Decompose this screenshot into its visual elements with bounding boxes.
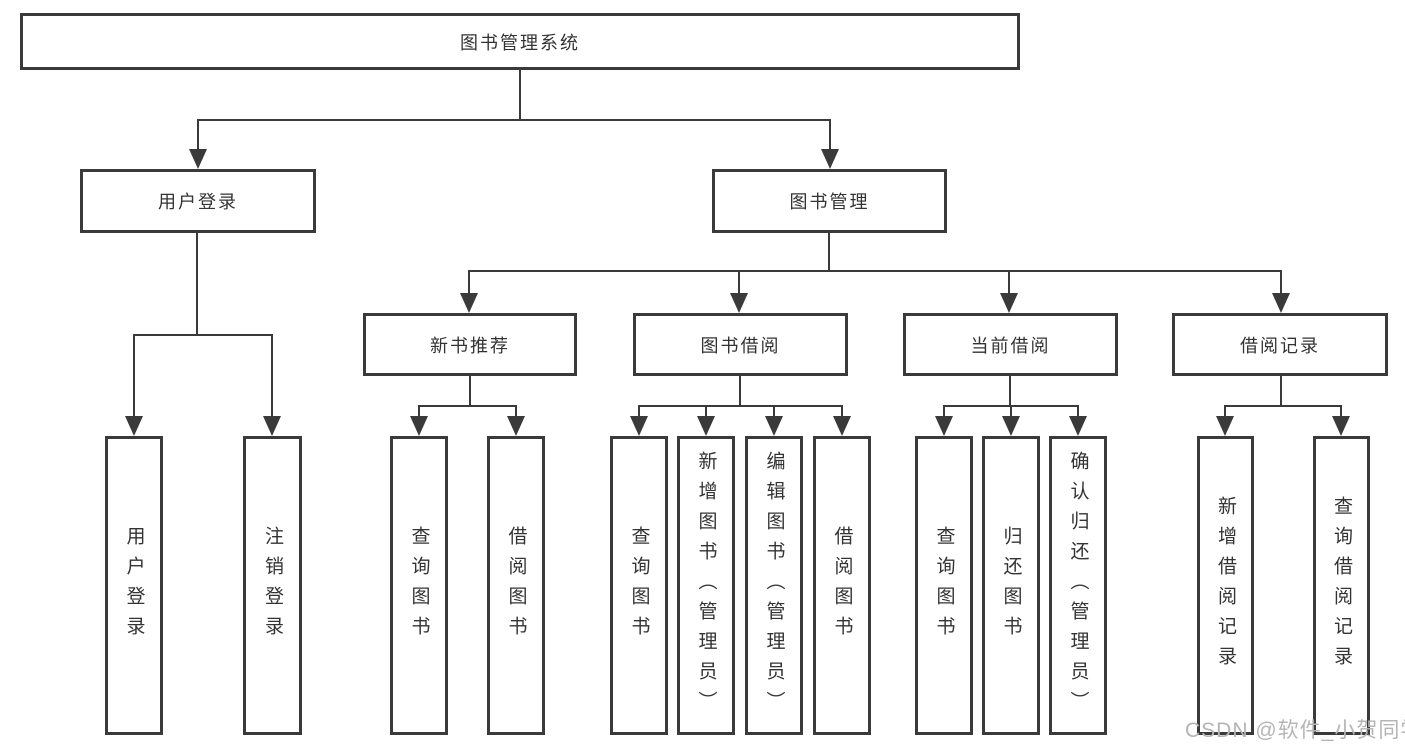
arrowhead-down (460, 293, 478, 313)
arrowhead-down (833, 416, 851, 436)
leaf-add-borrow-record: 新增借阅记录 (1197, 436, 1254, 735)
connector-root-drop-left (197, 121, 199, 151)
arrowhead-down (507, 416, 525, 436)
arrowhead-down (1000, 293, 1018, 313)
connector-user-login-drop-2 (271, 336, 273, 416)
node-book-management: 图书管理 (712, 169, 947, 233)
leaf-add-book-admin-label: 新增图书（管理员） (695, 450, 717, 721)
leaf-user-login: 用户登录 (105, 436, 163, 735)
connector-records-drop-1 (1224, 407, 1226, 416)
connector-book-mgmt-drop-1 (468, 272, 470, 294)
leaf-user-login-label: 用户登录 (123, 525, 145, 646)
arrowhead-down (730, 293, 748, 313)
leaf-confirm-return-admin: 确认归还（管理员） (1049, 436, 1107, 735)
leaf-query-borrow-record-label: 查询借阅记录 (1331, 495, 1352, 676)
leaf-query-books-2-label: 查询图书 (628, 525, 650, 646)
connector-book-mgmt-rail (468, 270, 1282, 272)
node-user-login-label: 用户登录 (158, 192, 238, 212)
node-borrowing-records-label: 借阅记录 (1240, 335, 1320, 356)
leaf-logout: 注销登录 (243, 436, 302, 735)
leaf-return-book-label: 归还图书 (1000, 525, 1022, 646)
connector-book-mgmt-drop-2 (738, 272, 740, 294)
connector-current-drop-2 (1010, 407, 1012, 416)
connector-borrowing-rail (638, 405, 843, 407)
csdn-watermark: CSDN @软件_小贺同学 (1185, 719, 1405, 742)
arrowhead-down (1332, 416, 1350, 436)
leaf-query-books-3-label: 查询图书 (933, 525, 955, 646)
connector-records-stem (1280, 376, 1282, 407)
connector-user-login-stem (196, 233, 198, 336)
node-book-borrowing-label: 图书借阅 (700, 335, 781, 356)
arrowhead-down (410, 416, 428, 436)
node-root-label: 图书管理系统 (460, 32, 580, 53)
arrowhead-down (1216, 416, 1234, 436)
leaf-return-book: 归还图书 (982, 436, 1040, 735)
connector-new-book-rail (418, 405, 517, 407)
connector-new-book-drop-1 (418, 407, 420, 416)
arrowhead-down (1069, 416, 1087, 436)
connector-root-stem (519, 70, 521, 121)
arrowhead-down (1002, 416, 1020, 436)
leaf-query-books-3: 查询图书 (915, 436, 973, 735)
connector-new-book-stem (469, 376, 471, 407)
leaf-query-books-1-label: 查询图书 (408, 525, 430, 646)
node-current-borrowing-label: 当前借阅 (970, 335, 1051, 356)
connector-user-login-drop-1 (133, 336, 135, 416)
connector-records-drop-2 (1340, 407, 1342, 416)
connector-current-stem (1009, 376, 1011, 407)
connector-borrowing-drop-2 (705, 407, 707, 416)
node-new-book-recommend: 新书推荐 (363, 313, 577, 376)
leaf-query-borrow-record: 查询借阅记录 (1313, 436, 1370, 735)
connector-borrowing-drop-4 (841, 407, 843, 416)
leaf-confirm-return-admin-label: 确认归还（管理员） (1067, 450, 1089, 721)
connector-root-drop-right (829, 121, 831, 151)
connector-book-mgmt-drop-3 (1008, 272, 1010, 294)
leaf-logout-label: 注销登录 (262, 525, 283, 646)
leaf-borrow-books-2-label: 借阅图书 (831, 525, 853, 646)
arrowhead-down (697, 416, 715, 436)
arrowhead-down (935, 416, 953, 436)
leaf-borrow-books-2: 借阅图书 (813, 436, 871, 735)
node-book-borrowing: 图书借阅 (633, 313, 848, 376)
node-root: 图书管理系统 (20, 13, 1020, 70)
leaf-edit-book-admin-label: 编辑图书（管理员） (763, 450, 785, 721)
arrowhead-down (125, 416, 143, 436)
connector-current-rail (943, 405, 1079, 407)
arrowhead-down (189, 149, 207, 169)
node-new-book-recommend-label: 新书推荐 (430, 335, 510, 356)
node-user-login: 用户登录 (80, 169, 316, 233)
connector-current-drop-3 (1077, 407, 1079, 416)
arrowhead-down (1272, 293, 1290, 313)
connector-book-mgmt-stem (828, 233, 830, 272)
leaf-add-book-admin: 新增图书（管理员） (677, 436, 735, 735)
connector-borrowing-drop-1 (638, 407, 640, 416)
arrowhead-down (821, 149, 839, 169)
connector-records-rail (1224, 405, 1342, 407)
connector-new-book-drop-2 (515, 407, 517, 416)
leaf-borrow-books-1: 借阅图书 (487, 436, 545, 735)
node-borrowing-records: 借阅记录 (1172, 313, 1388, 376)
connector-borrowing-stem (739, 376, 741, 407)
connector-book-mgmt-drop-4 (1280, 272, 1282, 294)
node-current-borrowing: 当前借阅 (903, 313, 1118, 376)
leaf-edit-book-admin: 编辑图书（管理员） (745, 436, 803, 735)
leaf-query-books-2: 查询图书 (610, 436, 668, 735)
arrowhead-down (765, 416, 783, 436)
connector-borrowing-drop-3 (773, 407, 775, 416)
node-book-management-label: 图书管理 (789, 192, 870, 212)
arrowhead-down (630, 416, 648, 436)
arrowhead-down (263, 416, 281, 436)
connector-user-login-rail (133, 334, 273, 336)
connector-root-rail (197, 119, 831, 121)
leaf-add-borrow-record-label: 新增借阅记录 (1215, 495, 1236, 676)
leaf-query-books-1: 查询图书 (390, 436, 448, 735)
connector-current-drop-1 (943, 407, 945, 416)
leaf-borrow-books-1-label: 借阅图书 (505, 525, 527, 646)
